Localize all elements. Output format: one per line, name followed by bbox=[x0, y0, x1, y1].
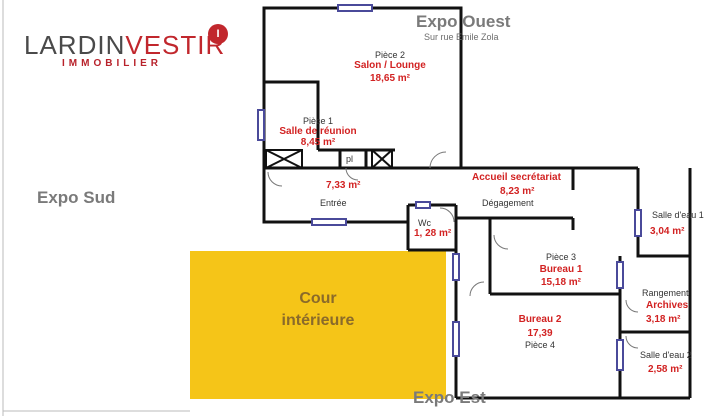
room-accueil-func: Accueil secrétariat bbox=[472, 172, 561, 183]
courtyard-area bbox=[190, 251, 446, 399]
room-piece2-area: 18,65 m² bbox=[369, 73, 411, 84]
door-sdeau2 bbox=[625, 335, 639, 349]
closet-left bbox=[265, 149, 303, 169]
room-rangement-func: Archives bbox=[646, 300, 689, 311]
window-piece1 bbox=[257, 109, 265, 141]
room-piece3: Pièce 3 Bureau 1 15,18 m² bbox=[516, 252, 606, 288]
window-piece2-top bbox=[337, 4, 373, 12]
room-rangement-area: 3,18 m² bbox=[646, 314, 681, 325]
logo-part1: LARDIN bbox=[24, 30, 126, 60]
room-piece1-area: 8,45 m² bbox=[300, 137, 336, 148]
closets bbox=[265, 149, 393, 169]
window-wc bbox=[415, 201, 431, 209]
room-sdeau2-area: 2,58 m² bbox=[648, 364, 683, 375]
room-pl-name: pl bbox=[346, 154, 354, 164]
room-piece2-name: Pièce 2 bbox=[374, 50, 406, 60]
logo-badge-icon: I bbox=[208, 24, 228, 44]
windows bbox=[257, 4, 642, 371]
courtyard-label-line2: intérieure bbox=[281, 312, 355, 329]
logo-subtitle: IMMOBILIER bbox=[62, 58, 162, 69]
window-rangement bbox=[616, 261, 624, 289]
door-piece2 bbox=[429, 151, 447, 169]
room-piece4-func: Bureau 2 bbox=[518, 314, 562, 325]
room-piece1-name: Pièce 1 bbox=[302, 116, 334, 126]
window-sdeau1 bbox=[634, 209, 642, 237]
room-sdeau1-area: 3,04 m² bbox=[650, 226, 685, 237]
window-sdeau2 bbox=[616, 339, 624, 371]
room-rangement-name: Rangement bbox=[642, 288, 689, 298]
room-piece2-func: Salon / Lounge bbox=[354, 60, 426, 71]
doors bbox=[267, 151, 639, 349]
room-accueil-area: 8,23 m² bbox=[500, 186, 535, 197]
door-rangement bbox=[625, 299, 639, 313]
wall-sdeau1 bbox=[636, 168, 690, 258]
room-piece4-area: 17,39 bbox=[527, 328, 553, 339]
room-sdeau2-name: Salle d'eau 2 bbox=[640, 350, 692, 360]
door-piece4 bbox=[469, 281, 485, 297]
closet-right bbox=[371, 149, 393, 169]
room-piece3-name: Pièce 3 bbox=[545, 252, 577, 262]
expo-sud: Expo Sud bbox=[37, 188, 116, 207]
window-east-1 bbox=[452, 253, 460, 281]
room-piece2: Pièce 2 Salon / Lounge 18,65 m² bbox=[340, 50, 440, 84]
room-piece3-area: 15,18 m² bbox=[540, 277, 582, 288]
door-entree bbox=[267, 171, 283, 187]
room-entree-name: Entrée bbox=[320, 198, 347, 208]
room-degagement-name: Dégagement bbox=[482, 198, 534, 208]
wall-piece1-top bbox=[264, 80, 320, 150]
logo-part2: VESTIR bbox=[125, 30, 226, 60]
room-wc-name: Wc bbox=[418, 218, 431, 228]
window-east-2 bbox=[452, 321, 460, 357]
room-piece1: Pièce 1 Salle de réunion 8,45 m² bbox=[266, 116, 370, 148]
room-piece4: Bureau 2 17,39 Pièce 4 bbox=[500, 314, 580, 350]
door-pl bbox=[345, 167, 359, 181]
room-wc-area: 1, 28 m² bbox=[414, 228, 452, 239]
room-sdeau1-name: Salle d'eau 1 bbox=[652, 210, 704, 220]
expo-est: Expo Est bbox=[413, 388, 486, 407]
courtyard-label-line1: Cour bbox=[299, 290, 337, 307]
room-entree-area: 7,33 m² bbox=[326, 180, 361, 191]
expo-ouest-sub: Sur rue Emile Zola bbox=[424, 32, 499, 42]
courtyard-label: Cour intérieure bbox=[268, 288, 368, 332]
room-piece1-func: Salle de réunion bbox=[279, 126, 357, 137]
room-piece4-name: Pièce 4 bbox=[524, 340, 556, 350]
window-entree bbox=[311, 218, 347, 226]
wall-entree bbox=[262, 168, 408, 224]
door-wc bbox=[439, 207, 455, 223]
door-piece3 bbox=[493, 234, 509, 250]
logo-text: LARDINVESTIR bbox=[24, 30, 225, 61]
expo-ouest: Expo Ouest bbox=[416, 12, 511, 31]
room-piece3-func: Bureau 1 bbox=[539, 264, 583, 275]
